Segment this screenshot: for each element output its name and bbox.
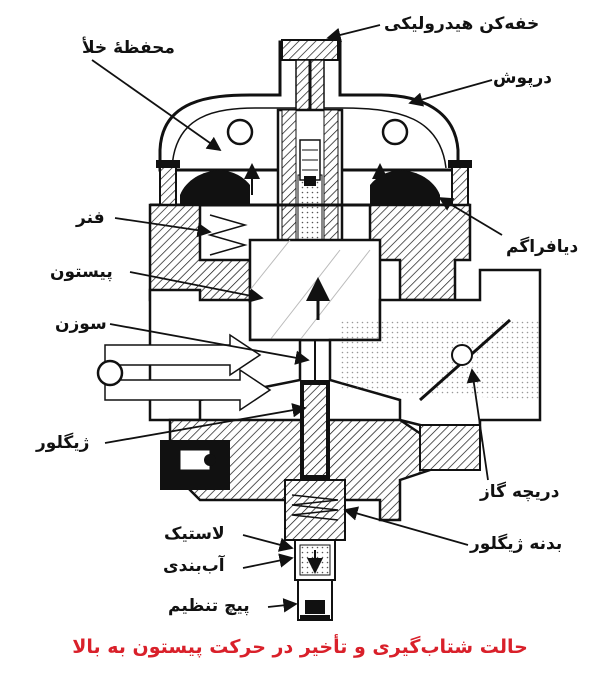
air-arrow-2 bbox=[104, 368, 272, 412]
damper-cap bbox=[281, 39, 339, 61]
label-rubber: لاستیک bbox=[164, 524, 225, 544]
label-spring: فنر bbox=[76, 208, 105, 228]
label-jet-body: بدنه ژیگلور bbox=[470, 534, 563, 554]
label-piston: پیستون bbox=[50, 262, 113, 282]
label-diaphragm: دیافراگم bbox=[506, 237, 579, 257]
label-adjusting-screw: پیچ تنظیم bbox=[168, 596, 250, 616]
diaphragm-right bbox=[370, 170, 440, 205]
label-throttle-valve: دریچه گاز bbox=[480, 482, 560, 502]
label-hydraulic-damper: خفه‌کن هیدرولیکی bbox=[384, 14, 540, 34]
spring bbox=[207, 214, 248, 256]
label-jet: ژیگلور bbox=[36, 433, 90, 453]
bolt-left bbox=[159, 164, 177, 206]
label-seal: آب‌بندی bbox=[163, 556, 225, 576]
label-cover: درپوش bbox=[493, 68, 553, 88]
label-vacuum-chamber: محفظهٔ خلأ bbox=[82, 38, 175, 58]
label-needle: سوزن bbox=[55, 314, 107, 334]
air-inlet-circle bbox=[96, 359, 124, 387]
figure-caption: حالت شتاب‌گیری و تأخیر در حرکت پیستون به… bbox=[72, 636, 528, 658]
vacuum-port-right bbox=[381, 118, 409, 146]
bolt-right bbox=[451, 164, 469, 206]
vacuum-port-left bbox=[226, 118, 254, 146]
diaphragm-left bbox=[180, 170, 250, 205]
leader-lines bbox=[91, 24, 503, 613]
